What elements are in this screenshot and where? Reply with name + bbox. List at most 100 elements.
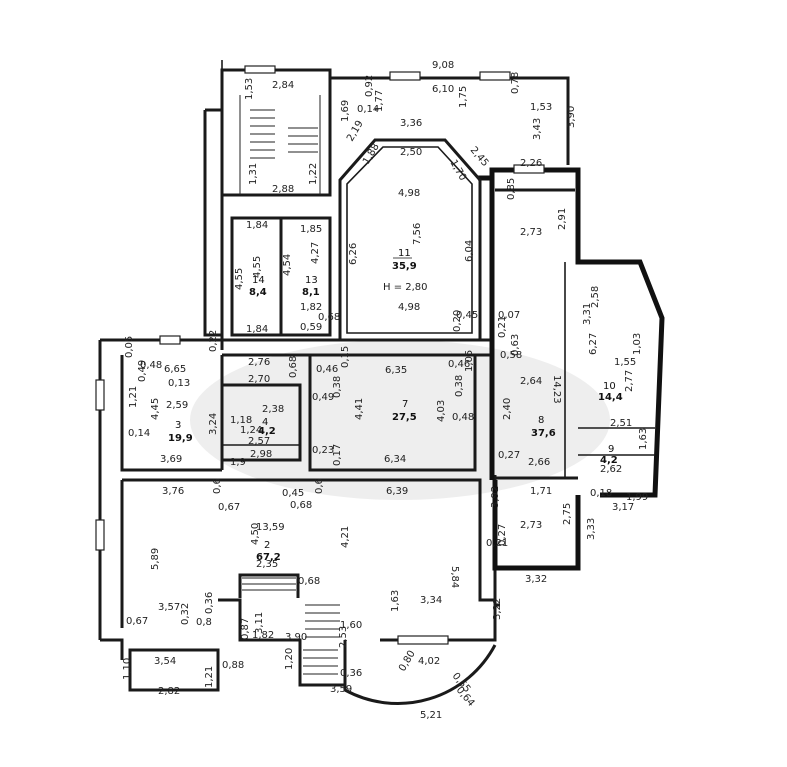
dimension-label: 4,50 xyxy=(250,523,261,545)
dimension-label: 7,56 xyxy=(412,223,423,245)
dimension-label: 4,98 xyxy=(398,188,420,199)
dimension-label: 0,92 xyxy=(364,75,375,97)
dimension-label: 0,67 xyxy=(218,502,240,513)
dimension-label: 3,22 xyxy=(492,598,503,620)
dimension-label: 4,54 xyxy=(282,254,293,276)
dimension-label: 0,07 xyxy=(498,310,520,321)
room-8-number: 8 xyxy=(538,415,544,426)
dimension-label: 2,51 xyxy=(610,418,632,429)
dimension-label: 3,69 xyxy=(160,454,182,465)
dimension-label: 3,90 xyxy=(566,106,577,128)
dimension-label: 2,70 xyxy=(248,374,270,385)
dimension-label: 2,26 xyxy=(520,158,542,169)
dimension-label: 1,84 xyxy=(246,220,268,231)
dimension-label: 4,21 xyxy=(340,526,351,548)
dimension-label: 0,48 xyxy=(140,360,162,371)
room-11-area: 35,9 xyxy=(392,261,417,272)
dimension-label: 6,26 xyxy=(348,243,359,265)
dimension-label: 2,58 xyxy=(590,286,601,308)
room-9-number: 9 xyxy=(608,444,614,455)
dimension-label: 1,69 xyxy=(340,100,351,122)
dimension-label: 2,77 xyxy=(624,370,635,392)
room-4-number: 4 xyxy=(262,417,268,428)
dimension-label: 2,50 xyxy=(400,147,422,158)
dimension-label: 6,04 xyxy=(464,240,475,262)
dimension-label: 0,46 xyxy=(316,364,338,375)
dimension-label: 2,57 xyxy=(248,436,270,447)
dimension-label: 0,45 xyxy=(456,310,478,321)
room-10-area: 14,4 xyxy=(598,392,623,403)
dimension-label: 1,31 xyxy=(248,163,259,185)
dimension-label: 3,31 xyxy=(582,303,593,325)
dimension-label: 1,10 xyxy=(122,658,133,680)
dimension-label: 2,66 xyxy=(528,457,550,468)
dimension-label: 0,38 xyxy=(454,375,465,397)
dimension-label: 3,11 xyxy=(254,612,265,634)
dimension-label: 1,03 xyxy=(632,333,643,355)
dimension-label: 6,34 xyxy=(384,454,406,465)
dimension-label: 1,82 xyxy=(300,302,322,313)
dimension-label: 1,82 xyxy=(252,630,274,641)
dimension-label: 3,54 xyxy=(154,656,176,667)
dimension-label: 1,99 xyxy=(626,492,648,503)
room-10-number: 10 xyxy=(603,381,616,392)
dimension-label: 6,39 xyxy=(386,486,408,497)
dimension-label: 3,57 xyxy=(158,602,180,613)
dimension-label: 6,65 xyxy=(164,364,186,375)
dimension-label: 0,85 xyxy=(506,178,517,200)
dimension-label: 3,17 xyxy=(612,502,634,513)
dimension-label: 5,89 xyxy=(150,548,161,570)
dimension-label: 3,90 xyxy=(285,632,307,643)
room-4-area: 4,2 xyxy=(258,426,276,437)
dimension-label: 1,75 xyxy=(458,86,469,108)
dimension-label: 0,27 xyxy=(498,450,520,461)
dimension-label: 2,73 xyxy=(520,227,542,238)
room-9-extra: 2,62 xyxy=(600,464,622,475)
dimension-label: 1,55 xyxy=(614,357,636,368)
dimension-label: 0,49 xyxy=(137,360,148,382)
dimension-label: 4,02 xyxy=(418,656,440,667)
dimension-label: 3,59 xyxy=(330,684,352,695)
dimension-label: 2,38 xyxy=(262,404,284,415)
room-2-area: 67,2 xyxy=(256,552,281,563)
dimension-label: 5,84 xyxy=(449,566,460,588)
dimension-label: 1,60 xyxy=(340,620,362,631)
dimension-label: 14,23 xyxy=(551,375,562,404)
dimension-label: 0,14 xyxy=(128,428,150,439)
dimension-label: 2,84 xyxy=(272,80,294,91)
room-14-number: 14 xyxy=(252,275,265,286)
dimension-label: 1,84 xyxy=(246,324,268,335)
dimension-label: 0,15 xyxy=(340,346,351,368)
dimension-label: 3,76 xyxy=(162,486,184,497)
room-13-area: 8,1 xyxy=(302,287,320,298)
room-11-height: H = 2,80 xyxy=(383,282,428,293)
dimension-label: 0,22 xyxy=(208,330,219,352)
dimension-label: 0,58 xyxy=(500,350,522,361)
dimension-label: 1,77 xyxy=(374,90,385,112)
dimension-label: 0,64 xyxy=(454,685,477,709)
dimension-label: 1,9 xyxy=(230,457,246,468)
dimension-label: 4,45 xyxy=(150,398,161,420)
room-9-area: 4,2 xyxy=(600,455,618,466)
dimension-label: 0,17 xyxy=(332,444,343,466)
dimension-label: 3,36 xyxy=(400,118,422,129)
dimension-label: 0,6 xyxy=(314,478,325,494)
dimension-label: 0,68 xyxy=(288,356,299,378)
dimension-label: 0,27 xyxy=(497,524,508,546)
dimension-label: 4,27 xyxy=(310,242,321,264)
dimension-label: 0,38 xyxy=(332,376,343,398)
dimension-label: 0,78 xyxy=(510,72,521,94)
dimension-label: 6,35 xyxy=(385,365,407,376)
dimension-label: 3,24 xyxy=(208,413,219,435)
dimension-label: 4,41 xyxy=(354,398,365,420)
dimension-label: 0,36 xyxy=(204,592,215,614)
room-7-area: 27,5 xyxy=(392,412,417,423)
dimension-label: 2,53 xyxy=(338,626,349,648)
dimension-label: 1,71 xyxy=(530,486,552,497)
dimension-label: 4,03 xyxy=(436,400,447,422)
dimension-label: 0,68 xyxy=(298,576,320,587)
dimension-label: 0,87 xyxy=(240,618,251,640)
dimension-label: 0,46 xyxy=(448,359,470,370)
dimension-label: 1,53 xyxy=(244,78,255,100)
dimension-label: 1,63 xyxy=(638,428,649,450)
